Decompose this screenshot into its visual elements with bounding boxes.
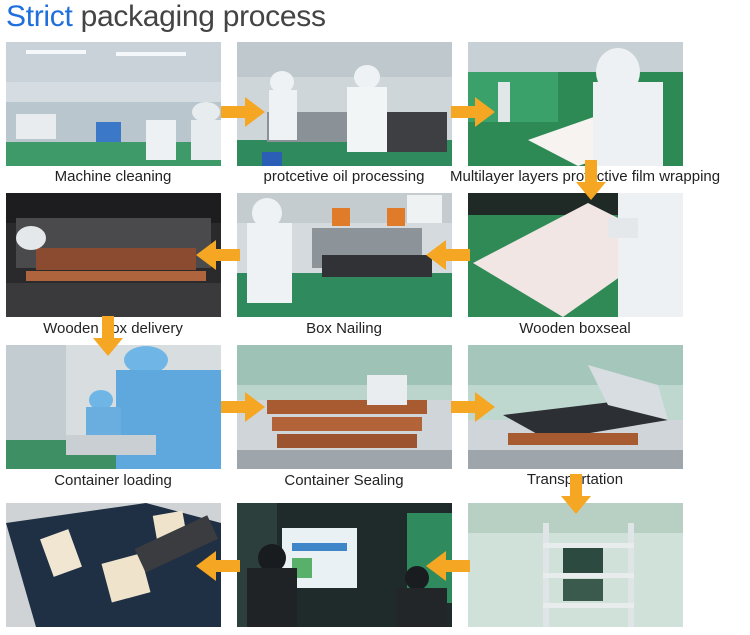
caption-protective-oil: protcetive oil processing <box>263 168 425 185</box>
arrow-down-icon <box>576 160 606 200</box>
arrow-right-icon <box>451 97 495 127</box>
arrow-right-icon <box>221 392 265 422</box>
caption-wooden-boxseal: Wooden boxseal <box>519 320 631 337</box>
caption-container-sealing: Container Sealing <box>284 472 404 489</box>
caption-machine-cleaning: Machine cleaning <box>54 168 172 185</box>
photo-step-11 <box>237 503 452 627</box>
photo-wooden-boxseal <box>468 193 683 317</box>
photo-container-sealing <box>237 345 452 469</box>
caption-container-loading: Container loading <box>54 472 172 489</box>
arrow-right-icon <box>221 97 265 127</box>
arrow-down-icon <box>93 316 123 356</box>
arrow-down-icon <box>561 474 591 514</box>
title-accent: Strict <box>6 0 73 33</box>
arrow-left-icon <box>196 240 240 270</box>
photo-transportation <box>468 345 683 469</box>
photo-wooden-box-delivery <box>6 193 221 317</box>
caption-film-wrapping: Multilayer layers protective film wrappi… <box>450 168 721 185</box>
title-rest: packaging process <box>80 0 326 33</box>
arrow-right-icon <box>451 392 495 422</box>
page-title: Strict packaging process <box>6 0 326 36</box>
photo-protective-oil <box>237 42 452 166</box>
photo-container-loading <box>6 345 221 469</box>
photo-box-nailing <box>237 193 452 317</box>
photo-machine-cleaning <box>6 42 221 166</box>
photo-step-12 <box>468 503 683 627</box>
arrow-left-icon <box>426 551 470 581</box>
caption-box-nailing: Box Nailing <box>306 320 382 337</box>
photo-step-10 <box>6 503 221 627</box>
arrow-left-icon <box>426 240 470 270</box>
arrow-left-icon <box>196 551 240 581</box>
photo-film-wrapping <box>468 42 683 166</box>
